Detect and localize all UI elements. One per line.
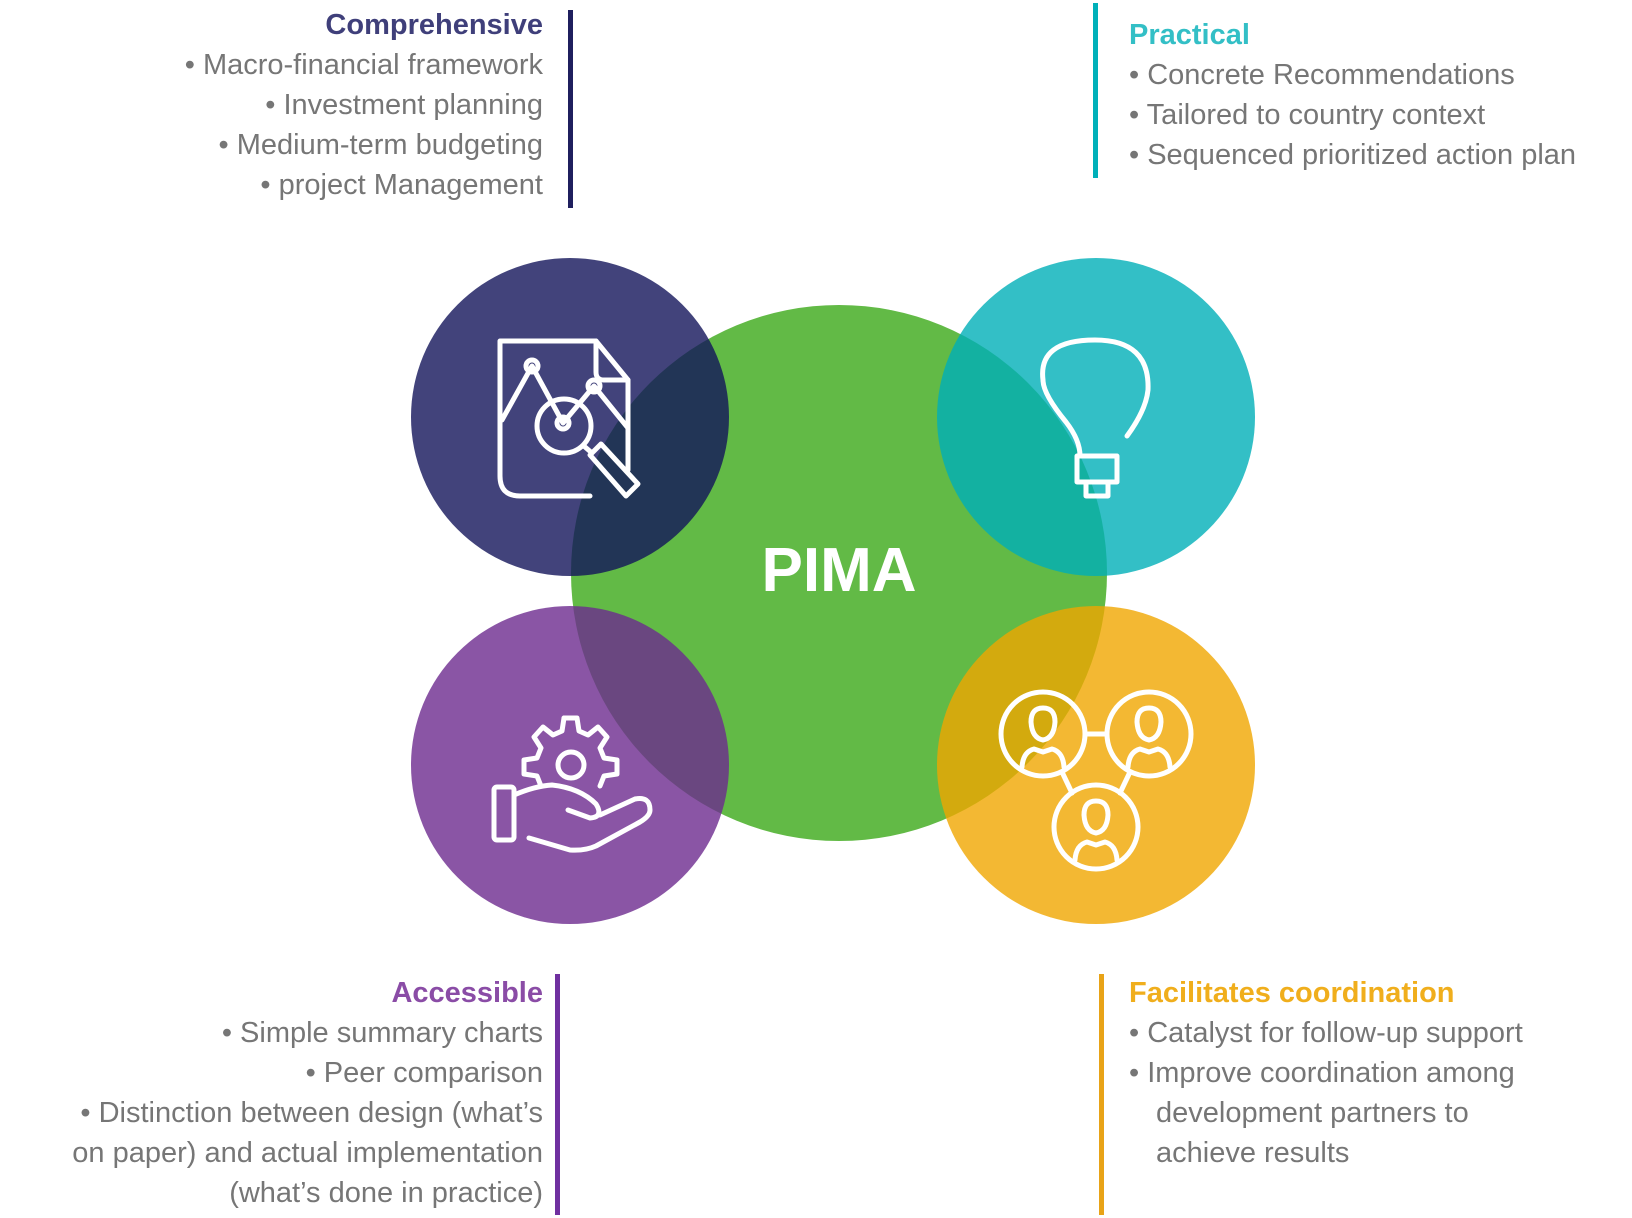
list-item: • Tailored to country context [1129,99,1486,131]
practical-block: Practical • Concrete Recommendations • T… [1129,15,1576,175]
accessible-title: Accessible [391,977,543,1009]
people-network-icon [998,689,1194,872]
accessible-divider [555,974,560,1215]
practical-title: Practical [1129,19,1250,51]
list-item: • Investment planning [265,89,543,121]
list-item: • Distinction between design (what’s [80,1097,543,1129]
facilitates-divider [1099,974,1104,1215]
facilitates-title: Facilitates coordination [1129,977,1455,1009]
list-item: (what’s done in practice) [229,1177,543,1209]
comprehensive-block: Comprehensive • Macro-financial framewor… [185,5,543,205]
comprehensive-divider [568,10,573,208]
list-item: on paper) and actual implementation [72,1137,543,1169]
list-item: • Medium-term budgeting [218,129,543,161]
list-item: achieve results [1156,1137,1350,1169]
circle-facilitates [937,606,1255,924]
practical-divider [1093,3,1098,178]
list-item: • Improve coordination among [1129,1057,1515,1089]
center-label: PIMA [761,536,917,605]
document-chart-magnifier-icon [497,338,641,499]
list-item: • Macro-financial framework [184,49,543,81]
circle-accessible [411,606,729,924]
list-item: • Catalyst for follow-up support [1129,1017,1523,1049]
list-item: • Sequenced prioritized action plan [1129,139,1577,171]
lightbulb-icon [1040,337,1151,499]
hand-gear-icon [491,715,653,853]
comprehensive-title: Comprehensive [325,9,543,41]
accessible-block: Accessible • Simple summary charts • Pee… [72,973,543,1213]
facilitates-block: Facilitates coordination • Catalyst for … [1129,973,1523,1173]
list-item: • Peer comparison [305,1057,543,1089]
list-item: • project Management [260,169,543,201]
circle-practical [937,258,1255,576]
list-item: • Concrete Recommendations [1129,59,1515,91]
list-item: development partners to [1156,1097,1469,1129]
list-item: • Simple summary charts [221,1017,543,1049]
